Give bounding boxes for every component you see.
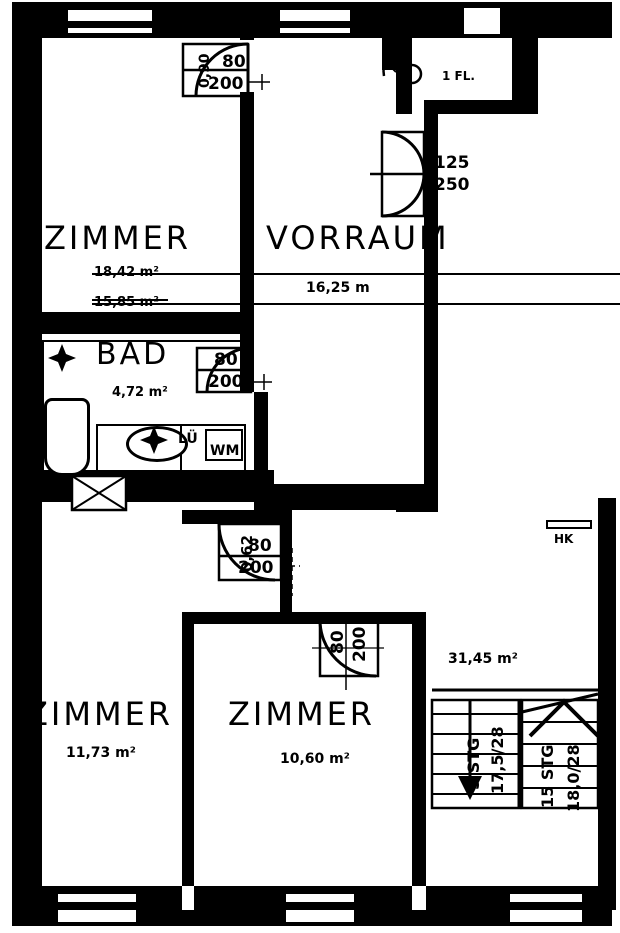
stair-upper-riser-tread-label: 17,5/28 [488, 726, 507, 794]
door-width-label-zimmer-bottom-left: 80 [248, 536, 272, 556]
radiator-hk-label: HK [554, 532, 574, 546]
wc-floor-label: 1 FL. [442, 69, 475, 83]
wall-zimmer-tl-bottom [12, 312, 254, 334]
wall-bad-bottom [12, 470, 274, 502]
stair-lower-steps-label: 15 STG [538, 744, 557, 808]
wall-wc-left [382, 36, 396, 70]
room-area-zimmer-tl-underline [92, 299, 168, 301]
door-height-label-zimmer-bottom-middle: 200 [350, 626, 370, 663]
bathtub [44, 398, 90, 476]
wall-gap-bottom-2 [412, 886, 426, 910]
partition-bad-shelf-2 [96, 424, 98, 470]
window-bottom-3b [508, 908, 584, 924]
window-top-2 [278, 8, 352, 23]
door-height-label-bad: 200 [208, 372, 244, 392]
exterior-wall-left [12, 2, 42, 332]
stair-upper-steps-label: 5 STG [464, 737, 483, 790]
window-bottom-1b [56, 908, 138, 924]
partition-bad-inner [42, 340, 44, 470]
room-label-zimmer-bottom-middle: ZIMMER [228, 695, 376, 733]
wall-stair-hatch-right [612, 498, 616, 910]
ventilation-label: LÜ [178, 431, 198, 447]
door-height-label-zimmer-bottom-left: 200 [238, 558, 274, 578]
wall-gap-bottom-1 [182, 886, 194, 910]
wall-zimmer-bl-right [182, 612, 194, 910]
room-area-vorraum: 16,25 m [306, 280, 370, 296]
exterior-wall-left-lower [12, 490, 42, 910]
door-width-label-zimmer-bottom-middle: 80 [328, 630, 348, 654]
room-area-stairwell: 31,45 m² [448, 651, 518, 667]
window-top-1b [66, 26, 154, 35]
window-bottom-1 [56, 892, 138, 904]
radiator-hk [546, 520, 592, 529]
wall-zimmer-tl-right [240, 36, 254, 326]
room-area-zimmer-bottom-left: 11,73 m² [66, 745, 136, 761]
door-height-label-zimmer-top-left: 200 [208, 74, 244, 94]
wall-zimmer-bl-pier [280, 510, 292, 620]
window-bottom-2b [284, 908, 356, 924]
wall-wc-bottom [438, 100, 538, 114]
washing-machine-label: WM [210, 443, 240, 459]
wall-stair-outer-right [598, 498, 612, 910]
room-area-zimmer-top-left-secondary: 15,85 m² [92, 295, 620, 310]
window-bottom-3 [508, 892, 584, 904]
room-label-bad: BAD [96, 337, 170, 372]
partition-bad-top [42, 340, 240, 342]
wall-wc-pier [396, 36, 412, 114]
room-area-zimmer-bottom-middle: 10,60 m² [280, 751, 350, 767]
door-symbol-double-vorraum [370, 130, 434, 218]
window-top-3 [462, 6, 502, 36]
room-area-bad: 4,72 m² [112, 385, 168, 400]
wall-zimmer-bl-bottom-partition [182, 612, 422, 624]
room-label-zimmer-top-left: ZIMMER [44, 219, 192, 257]
door-width-label-bad: 80 [214, 350, 238, 370]
room-area-zimmer-top-left-primary: 18,42 m² [92, 266, 620, 280]
room-label-zimmer-bottom-left: ZIMMER [26, 695, 174, 733]
stair-lower-riser-tread-label: 18,0/28 [564, 744, 583, 812]
window-bottom-2 [284, 892, 356, 904]
wall-zimmer-bl-top [182, 510, 292, 524]
star-symbol-bad [48, 344, 76, 372]
partition-bad-div-2 [244, 424, 246, 470]
wall-zimmer-bm-right [412, 612, 426, 910]
window-top-1 [66, 8, 154, 23]
wall-bad-right-lower [254, 392, 268, 474]
wall-stair-left [396, 498, 438, 512]
window-top-2b [278, 26, 352, 35]
door-width-label-double-vorraum: 125 [434, 153, 470, 173]
door-height-label-double-vorraum: 250 [434, 175, 470, 195]
wc-label: WC [452, 40, 480, 58]
partition-bad-shelf [96, 424, 244, 426]
stair-flight-lower [520, 692, 600, 810]
door-width-label-zimmer-top-left: 80 [222, 52, 246, 72]
room-label-vorraum: VORRAUM [266, 219, 450, 257]
